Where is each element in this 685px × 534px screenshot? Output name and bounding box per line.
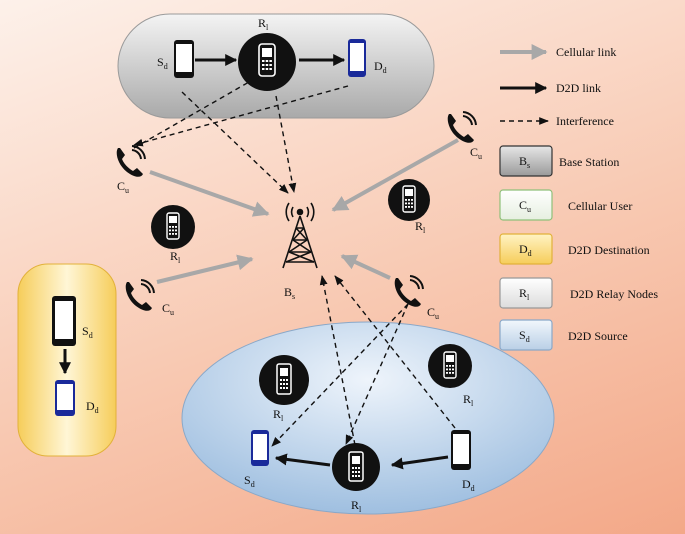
cellular-user-handset-icon-left-top (116, 145, 146, 177)
legend-base-station-label: Base Station (559, 155, 619, 169)
relay-node-icon-right (388, 179, 430, 221)
cellular-user-handset-icon-right-mid (394, 275, 424, 307)
legend-relay-label: D2D Relay Nodes (570, 287, 658, 301)
bottom-relay-label-main: Rl (351, 498, 362, 514)
bottom-destination-label: Sd (244, 473, 255, 489)
cellular-user-label-right-mid: Cu (427, 305, 439, 321)
cellular-user-handset-icon-left-mid (125, 279, 155, 311)
legend-d2d-destination-box-text: Dd (519, 242, 532, 258)
bottom-relay-label-b: Rl (463, 392, 474, 408)
bottom-source-label: Dd (462, 477, 475, 493)
legend-interference-label: Interference (556, 114, 614, 128)
d2d-links (59, 54, 449, 470)
cellular-user-label-left-mid: Cu (162, 301, 174, 317)
base-station-label: Bs (284, 285, 295, 301)
bottom-relay-node-icon-main (332, 443, 380, 491)
base-station-tower-icon (282, 202, 318, 269)
top-destination-phone-icon (348, 39, 366, 77)
top-destination-label: Dd (374, 59, 387, 75)
legend-d2d-destination-label: D2D Destination (568, 243, 650, 257)
legend-cellular-link-label: Cellular link (556, 45, 616, 59)
legend-base-station-box (499, 145, 553, 177)
left-source-phone-icon (52, 296, 76, 346)
legend: Cellular link D2D link Interference Bs B… (499, 44, 658, 351)
legend-source-box-text: Sd (519, 328, 530, 344)
legend-source-box (499, 319, 553, 351)
relay-node-icon-left (151, 205, 195, 249)
bottom-relay-node-icon-a (259, 355, 309, 405)
legend-d2d-link-label: D2D link (556, 81, 601, 95)
legend-relay-box (499, 277, 553, 309)
cellular-user-label-right-top: Cu (470, 145, 482, 161)
left-source-label: Sd (82, 324, 93, 340)
relay-label-left: Rl (170, 249, 181, 265)
top-relay-label: Rl (258, 16, 269, 32)
bottom-destination-phone-icon (251, 430, 269, 466)
cellular-user-label-left-top: Cu (117, 179, 129, 195)
interference-links (133, 77, 456, 447)
legend-base-station-box-text: Bs (519, 154, 530, 170)
bottom-relay-label-a: Rl (273, 407, 284, 423)
top-source-label: Sd (157, 55, 168, 71)
left-destination-phone-icon (55, 380, 75, 416)
legend-cellular-user-box-text: Cu (519, 198, 531, 214)
legend-cellular-user-box (499, 189, 553, 221)
bottom-source-phone-icon (451, 430, 471, 470)
legend-cellular-user-label: Cellular User (568, 199, 632, 213)
top-source-phone-icon (174, 40, 194, 78)
cellular-user-handset-icon-right-top (447, 111, 477, 143)
legend-source-label: D2D Source (568, 329, 628, 343)
left-d2d-cluster (17, 263, 117, 457)
legend-d2d-destination-box (499, 233, 553, 265)
left-destination-label: Dd (86, 399, 99, 415)
legend-relay-box-text: Rl (519, 286, 530, 302)
bottom-relay-node-icon-b (428, 344, 472, 388)
top-relay-node-icon (238, 33, 296, 91)
relay-label-right: Rl (415, 219, 426, 235)
cellular-links (149, 138, 459, 284)
